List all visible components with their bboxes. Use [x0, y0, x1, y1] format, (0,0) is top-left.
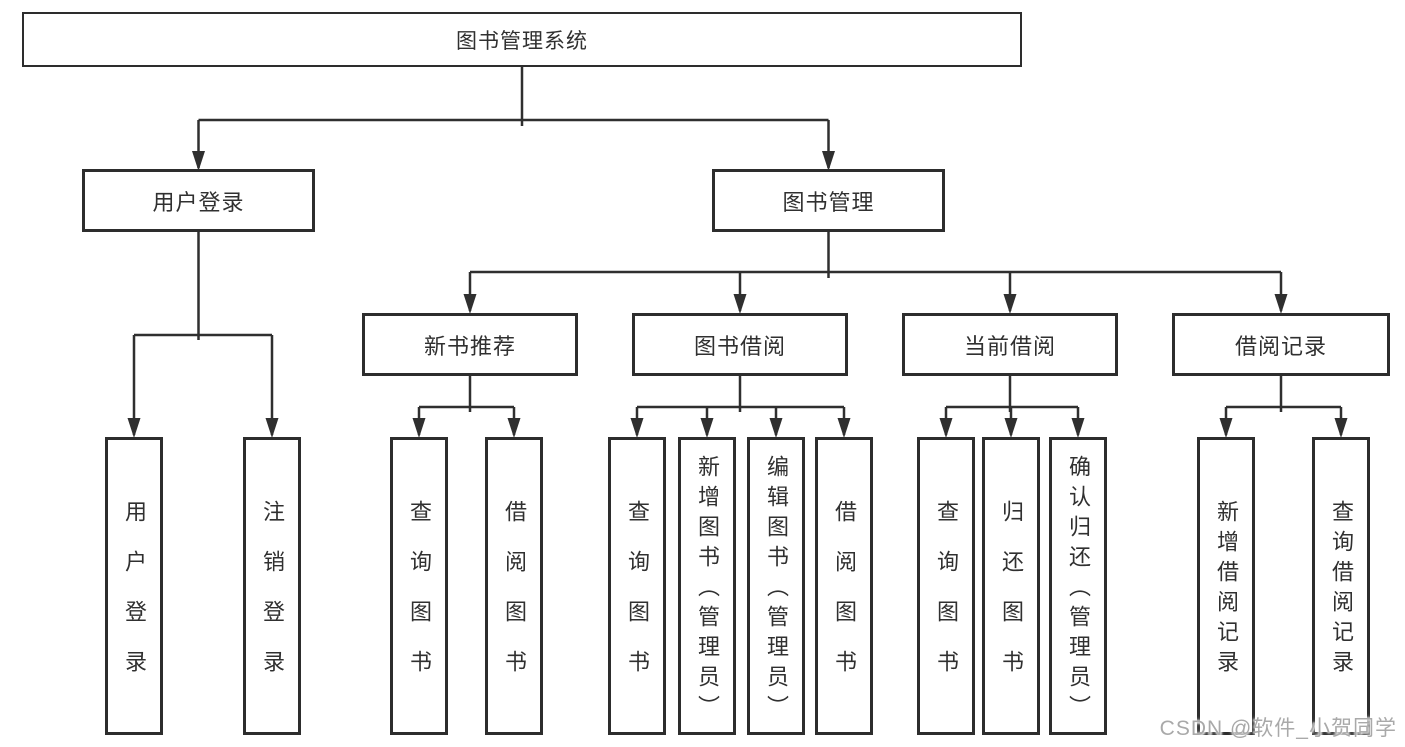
leaf-bb-edit-books-admin: 编辑图书（管理员）	[747, 437, 805, 735]
leaf-user-login-label: 用户登录	[122, 500, 147, 700]
leaf-nb-query-books: 查询图书	[390, 437, 448, 735]
leaf-cb-return-books-label: 归还图书	[999, 500, 1024, 700]
leaf-cb-query-books: 查询图书	[917, 437, 975, 735]
node-user-login: 用户登录	[82, 169, 315, 232]
node-current-borrowing-label: 当前借阅	[963, 333, 1056, 359]
leaf-bb-add-books-admin-label: 新增图书（管理员）	[695, 455, 720, 725]
leaf-cb-query-books-label: 查询图书	[934, 500, 959, 700]
leaf-logout-label: 注销登录	[260, 500, 285, 700]
node-borrowing-records-label: 借阅记录	[1234, 333, 1327, 359]
leaf-br-add-record: 新增借阅记录	[1197, 437, 1255, 735]
node-current-borrowing: 当前借阅	[902, 313, 1118, 376]
leaf-nb-borrow-books: 借阅图书	[485, 437, 543, 735]
node-new-book-recommend: 新书推荐	[362, 313, 578, 376]
leaf-bb-query-books-label: 查询图书	[625, 500, 650, 700]
node-new-book-recommend-label: 新书推荐	[423, 333, 516, 359]
leaf-br-query-record-label: 查询借阅记录	[1329, 500, 1354, 680]
node-borrowing-records: 借阅记录	[1172, 313, 1390, 376]
leaf-bb-borrow-books: 借阅图书	[815, 437, 873, 735]
leaf-bb-borrow-books-label: 借阅图书	[832, 500, 857, 700]
node-book-management: 图书管理	[712, 169, 945, 232]
leaf-cb-confirm-return-admin-label: 确认归还（管理员）	[1066, 455, 1091, 725]
leaf-bb-add-books-admin: 新增图书（管理员）	[678, 437, 736, 735]
leaf-nb-borrow-books-label: 借阅图书	[502, 500, 527, 700]
leaf-cb-return-books: 归还图书	[982, 437, 1040, 735]
node-library-system-label: 图书管理系统	[456, 29, 588, 53]
csdn-watermark: CSDN @软件_小贺同学	[1159, 717, 1397, 740]
leaf-bb-edit-books-admin-label: 编辑图书（管理员）	[764, 455, 789, 725]
leaf-user-login: 用户登录	[105, 437, 163, 735]
node-book-management-label: 图书管理	[782, 189, 875, 215]
leaf-bb-query-books: 查询图书	[608, 437, 666, 735]
leaf-nb-query-books-label: 查询图书	[407, 500, 432, 700]
leaf-br-add-record-label: 新增借阅记录	[1214, 500, 1239, 680]
leaf-br-query-record: 查询借阅记录	[1312, 437, 1370, 735]
node-book-borrowing: 图书借阅	[632, 313, 848, 376]
node-book-borrowing-label: 图书借阅	[693, 333, 786, 359]
node-library-system: 图书管理系统	[22, 12, 1022, 67]
leaf-cb-confirm-return-admin: 确认归还（管理员）	[1049, 437, 1107, 735]
leaf-logout: 注销登录	[243, 437, 301, 735]
node-user-login-label: 用户登录	[152, 189, 245, 215]
